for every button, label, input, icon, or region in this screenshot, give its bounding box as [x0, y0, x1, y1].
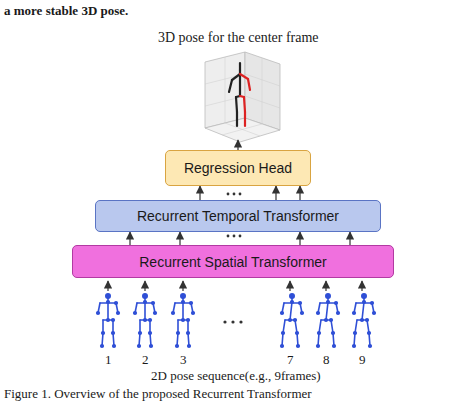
- box-label: Regression Head: [184, 160, 292, 176]
- flow-arrow: [199, 186, 200, 200]
- 3d-pose-plot: [205, 52, 280, 142]
- input-label: 2D pose sequence(e.g., 9frames): [151, 368, 321, 384]
- output-arrow: [237, 140, 238, 150]
- body-text-fragment: a more stable 3D pose.: [4, 3, 128, 19]
- 2d-pose-skeletons: [97, 281, 376, 347]
- figure-heading: 3D pose for the center frame: [158, 30, 319, 46]
- frame-number: 1: [105, 352, 112, 368]
- flow-arrow: [299, 232, 300, 245]
- frame-number: 8: [323, 352, 330, 368]
- flow-arrow: [299, 186, 300, 200]
- temporal-transformer-box: Recurrent Temporal Transformer: [95, 200, 381, 232]
- regression-head-box: Regression Head: [165, 150, 311, 186]
- frame-number: 9: [359, 352, 366, 368]
- frame-number: 3: [180, 352, 187, 368]
- flow-arrow: [179, 232, 180, 245]
- frame-number: 7: [287, 352, 294, 368]
- box-label: Recurrent Spatial Transformer: [139, 254, 327, 270]
- spatial-transformer-box: Recurrent Spatial Transformer: [72, 245, 394, 278]
- flow-arrow: [129, 232, 130, 245]
- frame-number: 2: [142, 352, 149, 368]
- box-label: Recurrent Temporal Transformer: [137, 208, 339, 224]
- flow-arrow: [349, 232, 350, 245]
- figure-caption: Figure 1. Overview of the proposed Recur…: [4, 386, 312, 402]
- flow-arrow: [275, 186, 276, 200]
